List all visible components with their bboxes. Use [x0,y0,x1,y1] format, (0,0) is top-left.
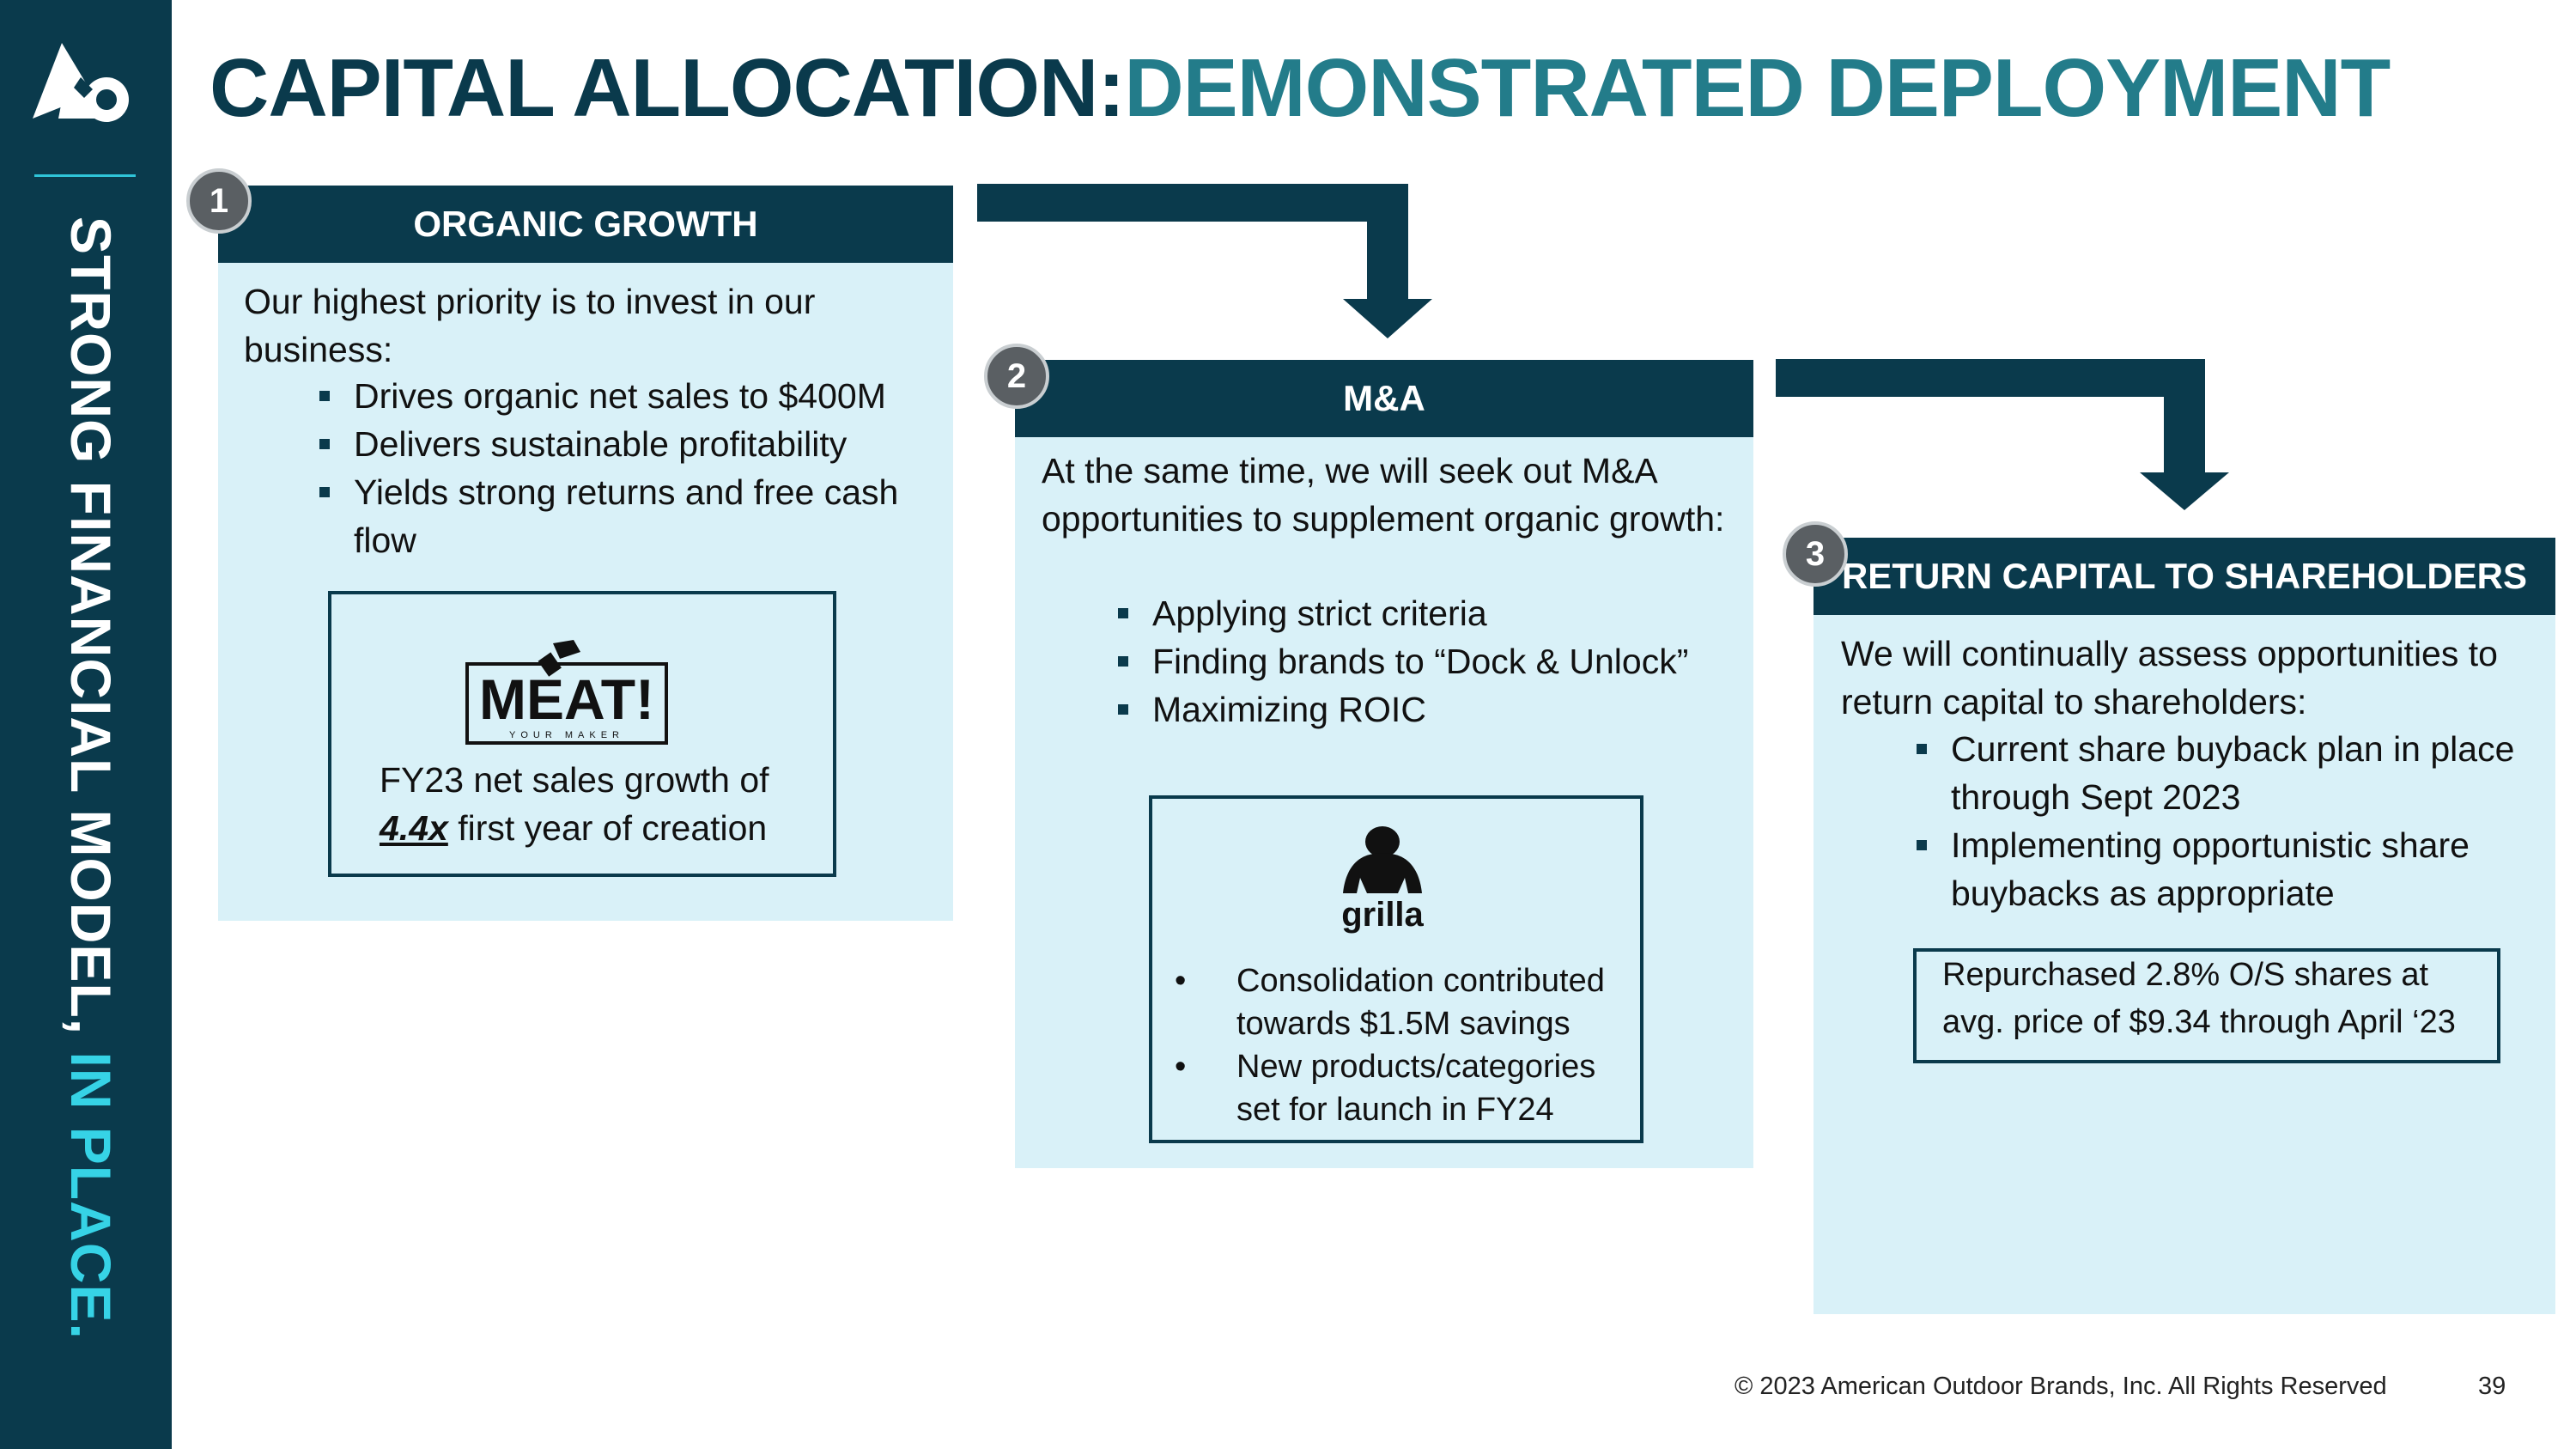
list-item: Maximizing ROIC [1118,685,1736,734]
organic-growth-callout-text: FY23 net sales growth of 4.4x first year… [380,756,826,852]
list-item: Consolidation contributed towards $1.5M … [1175,959,1631,1045]
list-item: Finding brands to “Dock & Unlock” [1118,637,1736,685]
meat-logo-subtext: YOUR MAKER [509,730,624,740]
panel-return-capital-intro: We will continually assess opportunities… [1841,634,2498,721]
list-item: Implementing opportunistic share buyback… [1917,821,2543,917]
callout-line-2-rest: first year of creation [447,808,768,848]
grilla-brand-logo: grilla [1341,826,1425,934]
list-item: Applying strict criteria [1118,589,1736,637]
meat-brand-logo: MEAT! YOUR MAKER [465,640,668,745]
sidebar-tagline-main: STRONG FINANCIAL MODEL, [59,216,123,1052]
panel-ma-heading: M&A [1015,360,1753,437]
step-badge-1: 1 [186,168,252,234]
panel-return-capital-bullets: Current share buyback plan in place thro… [1917,725,2543,917]
callout-line-2: 4.4x first year of creation [380,804,826,852]
panel-return-capital-heading: RETURN CAPITAL TO SHAREHOLDERS [1814,538,2555,615]
list-item: Yields strong returns and free cash flow [319,468,938,564]
panel-organic-growth-bullets: Drives organic net sales to $400M Delive… [319,372,938,564]
list-item: New products/categories set for launch i… [1175,1045,1631,1131]
flow-arrow-2-icon [1776,359,2229,510]
company-logo-icon [33,43,129,122]
list-item: Delivers sustainable profitability [319,420,938,468]
step-badge-3: 3 [1783,521,1848,587]
sidebar-divider [34,174,136,177]
panel-organic-growth-heading: ORGANIC GROWTH [218,186,953,263]
ma-callout [1149,795,1643,1143]
flow-arrow-1-icon [977,184,1432,338]
page-title-part1: CAPITAL ALLOCATION: [210,42,1125,134]
sidebar: STRONG FINANCIAL MODEL, IN PLACE. [0,0,172,1449]
page-title-part2: DEMONSTRATED DEPLOYMENT [1124,42,2391,134]
panel-ma-bullets: Applying strict criteria Finding brands … [1118,589,1736,734]
list-item: Current share buyback plan in place thro… [1917,725,2543,821]
panel-ma-intro: At the same time, we will seek out M&A o… [1042,451,1725,539]
sidebar-tagline: STRONG FINANCIAL MODEL, IN PLACE. [58,216,124,1340]
meat-logo-text: MEAT! [479,667,654,731]
panel-organic-growth-intro: Our highest priority is to invest in our… [244,282,816,369]
page-number: 39 [2478,1373,2506,1400]
grilla-logo-text: grilla [1341,896,1424,934]
panel-return-capital [1814,613,2555,1314]
footer-copyright: © 2023 American Outdoor Brands, Inc. All… [1735,1373,2387,1400]
sidebar-tagline-accent: IN PLACE. [59,1051,123,1340]
return-capital-callout-text: Repurchased 2.8% O/S shares at avg. pric… [1942,957,2456,1040]
page-title: CAPITAL ALLOCATION:DEMONSTRATED DEPLOYME… [210,41,2391,136]
ma-callout-bullets: Consolidation contributed towards $1.5M … [1175,959,1631,1131]
callout-line-1: FY23 net sales growth of [380,760,769,800]
growth-multiple: 4.4x [380,808,448,848]
return-capital-callout [1913,948,2500,1063]
step-badge-2: 2 [984,344,1049,409]
list-item: Drives organic net sales to $400M [319,372,938,420]
organic-growth-callout [328,591,836,877]
